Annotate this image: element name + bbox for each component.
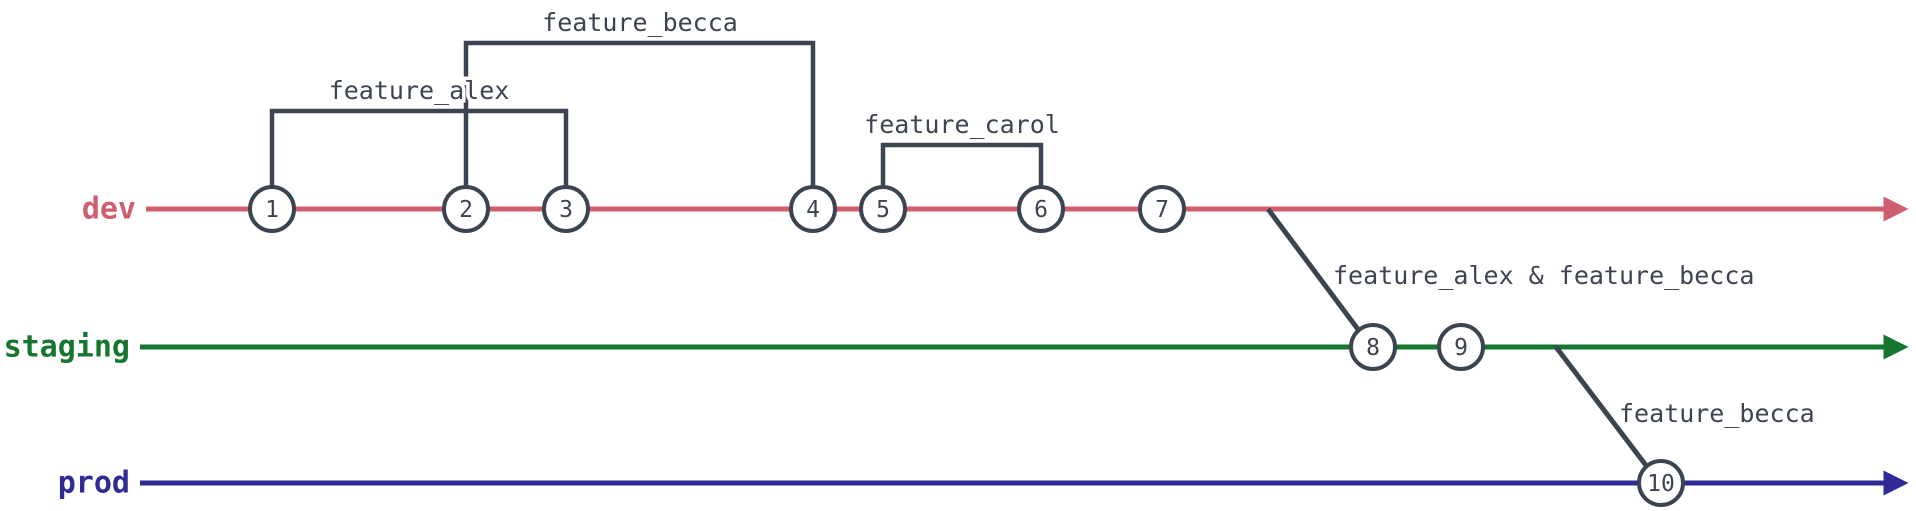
commit-node-5[interactable]: 5 — [859, 185, 907, 233]
commit-node-4[interactable]: 4 — [789, 185, 837, 233]
commit-node-7[interactable]: 7 — [1138, 185, 1186, 233]
commit-label: 4 — [806, 197, 820, 223]
branch-label-staging: staging — [4, 330, 130, 365]
feature-label-carol: feature_carol — [864, 110, 1060, 139]
commit-label: 9 — [1454, 335, 1468, 361]
commit-node-9[interactable]: 9 — [1437, 323, 1485, 371]
commit-label: 5 — [876, 197, 890, 223]
commit-node-2[interactable]: 2 — [442, 185, 490, 233]
merge-labels: feature_alex & feature_becca feature_bec… — [1333, 261, 1815, 428]
merge-line-dev-to-staging — [1265, 207, 1363, 334]
feature-bracket-alex — [269, 108, 569, 193]
feature-bracket-carol — [880, 142, 1044, 193]
branch-label-dev: dev — [82, 192, 136, 227]
branch-label-prod: prod — [58, 466, 130, 501]
branch-labels: dev staging prod — [4, 192, 136, 501]
commit-nodes: 1 2 3 4 5 6 7 — [248, 185, 1685, 507]
merge-lines — [1265, 207, 1650, 470]
commit-label: 6 — [1034, 197, 1048, 223]
commit-node-1[interactable]: 1 — [248, 185, 296, 233]
commit-node-8[interactable]: 8 — [1349, 323, 1397, 371]
feature-label-becca: feature_becca — [542, 8, 738, 37]
commit-label: 3 — [559, 197, 573, 223]
commit-node-3[interactable]: 3 — [542, 185, 590, 233]
merge-label-alex-becca: feature_alex & feature_becca — [1333, 261, 1754, 290]
feature-bracket-labels: feature_alex feature_becca feature_carol — [325, 5, 1063, 143]
feature-brackets — [269, 40, 1044, 193]
feature-label-alex: feature_alex — [329, 76, 510, 105]
feature-bracket-becca — [463, 40, 816, 193]
merge-line-staging-to-prod — [1554, 345, 1650, 470]
commit-label: 2 — [459, 197, 473, 223]
commit-label: 8 — [1366, 335, 1380, 361]
commit-label: 7 — [1155, 197, 1169, 223]
commit-label: 10 — [1647, 471, 1675, 497]
commit-label: 1 — [265, 197, 279, 223]
commit-node-10[interactable]: 10 — [1637, 459, 1685, 507]
commit-node-6[interactable]: 6 — [1017, 185, 1065, 233]
branch-lines — [140, 196, 1909, 496]
merge-label-becca: feature_becca — [1619, 399, 1815, 428]
